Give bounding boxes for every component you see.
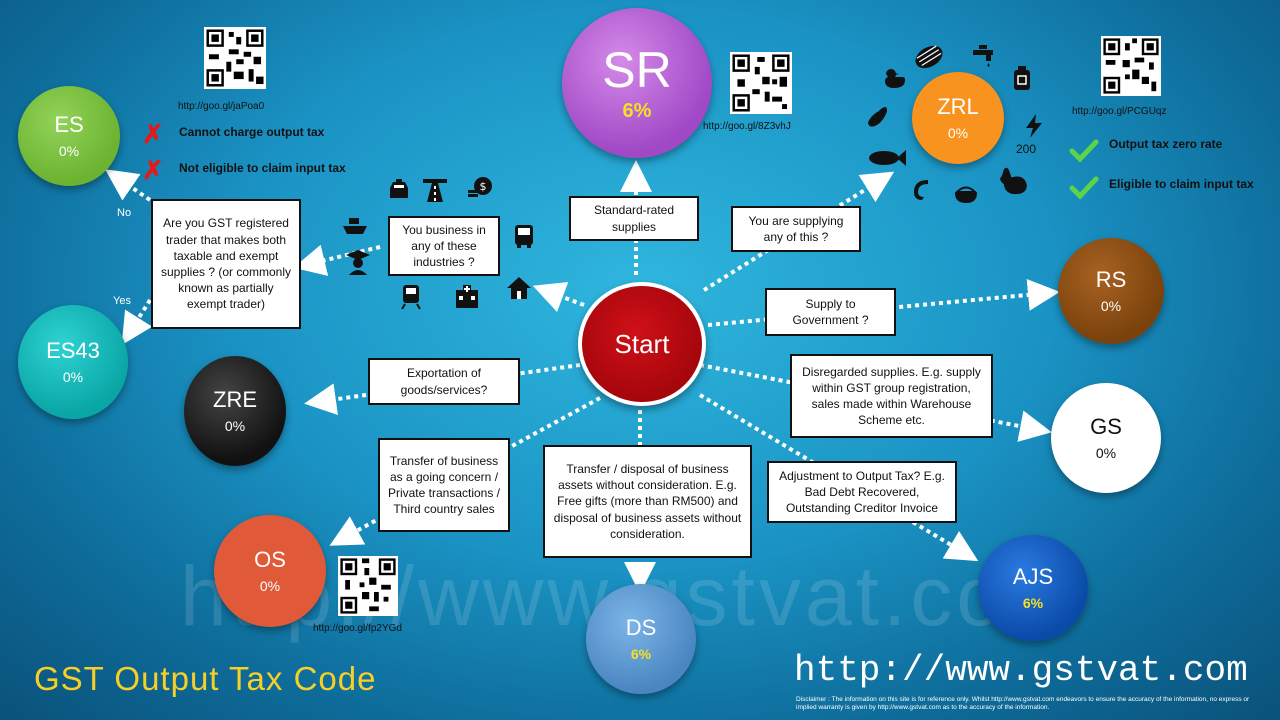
zrl-note-1: Output tax zero rate [1109,137,1223,151]
qr-pattern [730,52,792,114]
arrow-to-partially-exempt [293,244,381,276]
rate-ds: 6% [630,646,652,663]
electricity-icon [1026,114,1042,138]
rate-ajs: 6% [1022,595,1044,612]
qr-pattern [1101,36,1161,96]
graduate-icon [346,250,370,275]
coconut-icon [915,45,943,69]
code-gs: GS [1090,413,1122,439]
power-value: 200 [1016,142,1037,156]
url-os[interactable]: http://goo.gl/fp2YGd [313,623,402,634]
code-es: ES [54,111,84,137]
duck-icon [885,69,905,88]
code-ds: DS [625,614,657,640]
train-icon [401,285,421,310]
code-circle-rs: RS 0% [1058,238,1164,344]
box-supplying: You are supplying any of this ? [731,206,861,252]
box-transfer-business: Transfer of business as a going concern … [378,438,510,532]
rice-bowl-icon [954,186,978,203]
rate-zre: 0% [224,418,246,435]
taxi-icon [390,179,408,198]
qr-pattern [338,556,398,616]
arrow-to-es [105,169,152,202]
es-note-2: Not eligible to claim input tax [179,161,346,175]
start-node: Start [578,282,706,406]
fish-icon [869,150,906,166]
start-label: Start [614,328,670,359]
qr-pattern [204,27,266,89]
rate-zrl: 0% [947,125,969,142]
bus-icon [515,225,533,248]
arrow-to-os [329,396,601,546]
rate-os: 0% [259,578,281,595]
rate-es: 0% [58,143,80,160]
ship-icon [343,218,367,234]
url-sr[interactable]: http://goo.gl/8Z3vhJ [703,121,791,132]
tap-water-icon [973,45,993,67]
box-adjustment: Adjustment to Output Tax? E.g. Bad Debt … [767,461,957,523]
code-circle-es43: ES43 0% [18,305,128,419]
box-transfer-disposal: Transfer / disposal of business assets w… [543,445,752,558]
house-icon [507,277,531,299]
code-zre: ZRE [213,386,257,412]
code-circle-zrl: ZRL 0% [912,72,1004,164]
site-url[interactable]: http://www.gstvat.com [794,650,1248,691]
code-rs: RS [1095,266,1127,292]
url-es[interactable]: http://goo.gl/jaPoa0 [178,101,265,112]
check-icon [1069,176,1099,200]
svg-text:$: $ [480,180,487,193]
qr-code-zrl [1101,36,1161,96]
code-os: OS [254,546,286,572]
code-circle-zre: ZRE 0% [184,356,286,466]
code-es43: ES43 [46,337,100,363]
cross-icon: ✗ [142,155,164,185]
box-exportation: Exportation of goods/services? [368,358,520,405]
url-zrl[interactable]: http://goo.gl/PCGUqz [1072,106,1167,117]
code-circle-es: ES 0% [18,86,120,186]
eggplant-icon [868,107,887,127]
rate-es43: 0% [62,369,84,386]
hospital-icon [456,285,478,308]
box-partially-exempt: Are you GST registered trader that makes… [151,199,301,329]
disclaimer: Disclaimer : The information on this sit… [796,696,1250,712]
chicken-icon [999,167,1027,195]
rate-gs: 0% [1095,445,1117,462]
code-circle-ajs: AJS 6% [978,535,1088,641]
code-zrl: ZRL [937,93,979,119]
shrimp-icon [914,180,928,200]
box-disregarded: Disregarded supplies. E.g. supply within… [790,354,993,438]
box-industries: You business in any of these industries … [388,216,500,276]
arrow-to-es43 [121,298,153,346]
code-circle-gs: GS 0% [1051,383,1161,493]
qr-code-sr [730,52,792,114]
highway-icon [423,179,447,202]
gas-bottle-icon [1014,66,1030,90]
rate-sr: 6% [622,100,652,122]
page-title: GST Output Tax Code [34,660,377,697]
box-government: Supply to Government ? [765,288,896,336]
box-standard-rated: Standard-rated supplies [569,196,699,241]
qr-code-es [204,27,266,89]
money-icon: $ [468,177,492,197]
code-circle-os: OS 0% [214,515,326,627]
rate-rs: 0% [1100,298,1122,315]
code-circle-ds: DS 6% [586,584,696,694]
code-sr: SR [602,42,672,98]
qr-code-os [338,556,398,616]
es-note-1: Cannot charge output tax [179,125,325,139]
branch-yes-label: Yes [113,295,131,307]
branch-no-label: No [117,207,132,219]
arrow-to-industries [532,282,585,313]
check-icon [1069,139,1099,163]
zrl-note-2: Eligible to claim input tax [1109,177,1254,191]
cross-icon: ✗ [142,119,164,149]
code-circle-sr: SR 6% [562,8,712,158]
code-ajs: AJS [1012,563,1054,589]
